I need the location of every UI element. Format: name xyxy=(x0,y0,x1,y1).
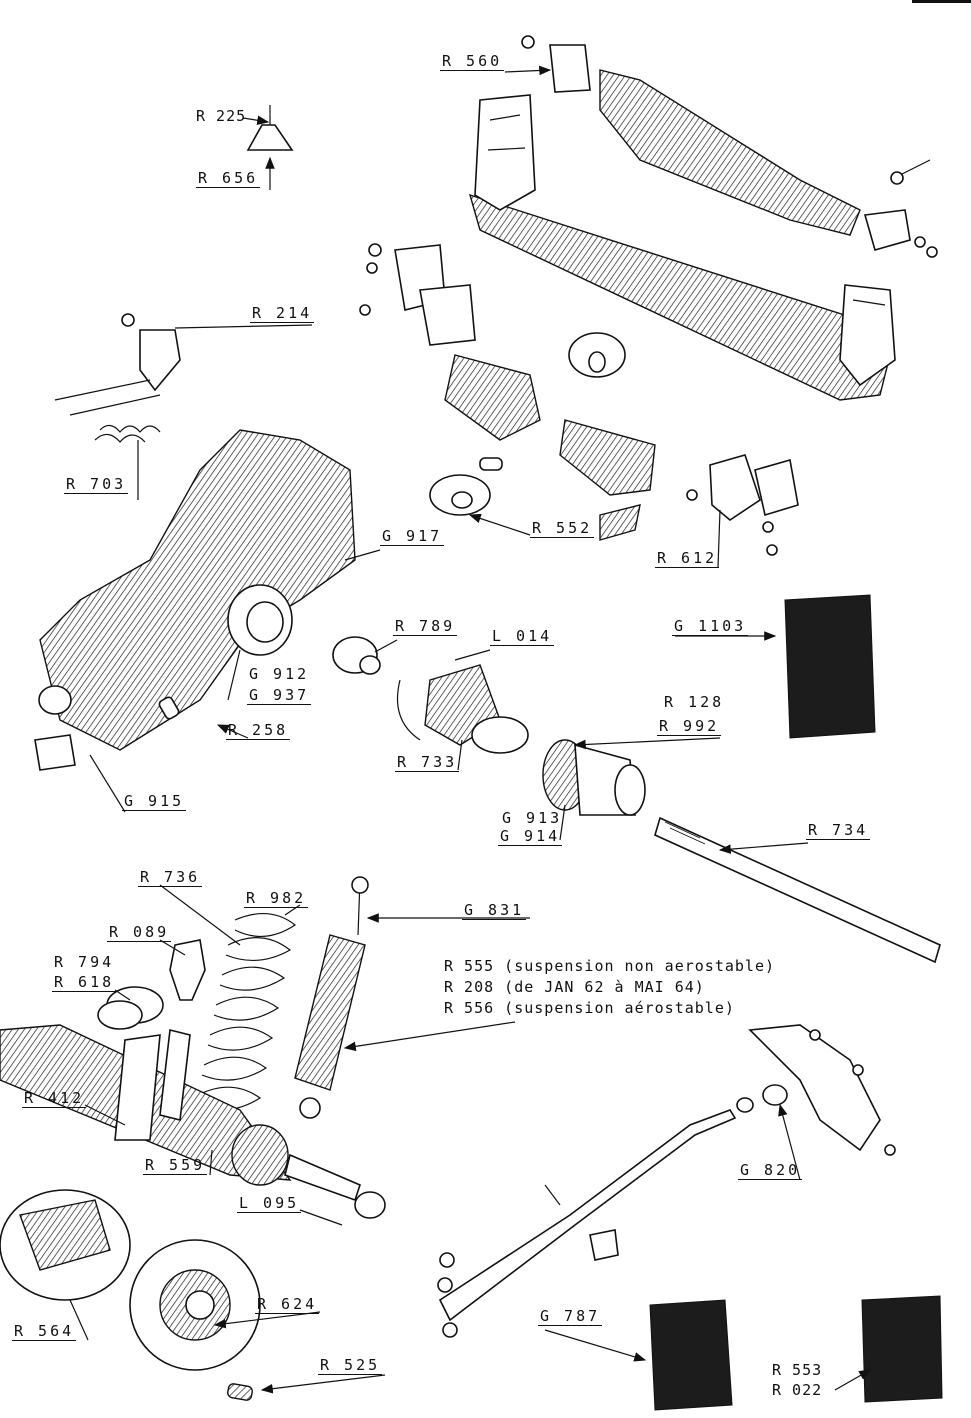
g787-kit-box xyxy=(649,1299,733,1411)
subframe-crossmember xyxy=(468,69,896,401)
label-r624: R 624 xyxy=(255,1295,320,1314)
leader-lines xyxy=(69,65,872,1394)
r736-coil-spring xyxy=(195,912,297,1111)
label-r656: R 656 xyxy=(196,169,261,188)
r525-wheel-bolt xyxy=(227,1383,253,1401)
r564-backing-plate xyxy=(0,1189,131,1301)
label-r208: R 208 (de JAN 62 à MAI 64) xyxy=(444,978,705,996)
round-mount xyxy=(568,332,626,378)
label-r789: R 789 xyxy=(393,617,458,636)
label-r564: R 564 xyxy=(12,1322,77,1341)
g831-shock-absorber xyxy=(294,876,369,1119)
label-g787: G 787 xyxy=(538,1307,603,1326)
label-g915: G 915 xyxy=(122,792,187,811)
r656-rubber-boot xyxy=(246,105,294,151)
r733-boot-clamp xyxy=(396,664,529,754)
g917-gearbox xyxy=(34,429,356,771)
label-r553: R 553 xyxy=(772,1361,823,1379)
r552-mount xyxy=(429,457,641,541)
r624-brake-drum xyxy=(129,1239,261,1371)
label-r128: R 128 xyxy=(664,693,725,711)
label-r225: R 225 xyxy=(196,107,247,125)
rear-support-pad xyxy=(559,419,656,496)
label-r982: R 982 xyxy=(244,889,309,908)
label-r412: R 412 xyxy=(22,1089,87,1108)
label-g820: G 820 xyxy=(738,1161,803,1180)
label-r612: R 612 xyxy=(655,549,720,568)
label-r556: R 556 (suspension aérostable) xyxy=(444,999,735,1017)
label-g912: G 912 xyxy=(249,665,310,683)
anti-roll-bar xyxy=(437,1109,737,1338)
r612-bracket xyxy=(686,454,799,556)
label-g831: G 831 xyxy=(462,901,527,920)
r789-coupling xyxy=(332,636,381,675)
label-r733: R 733 xyxy=(395,753,460,772)
r734-axle-shaft xyxy=(654,816,941,964)
label-g914: G 914 xyxy=(498,827,563,846)
engine-mount-brackets xyxy=(359,243,476,346)
top-edge-mark xyxy=(912,0,971,3)
label-l095: L 095 xyxy=(237,1194,302,1213)
r412-trailing-arm xyxy=(0,1024,386,1219)
label-r089: R 089 xyxy=(107,923,172,942)
label-r992: R 992 xyxy=(657,717,722,736)
label-g917: G 917 xyxy=(380,527,445,546)
label-r214: R 214 xyxy=(250,304,315,323)
gearbox-support-pad xyxy=(444,354,541,441)
r618-spring-seat xyxy=(97,986,164,1030)
g1103-kit-box xyxy=(784,594,876,739)
r560-mount-bracket xyxy=(521,35,591,93)
right-bracket-bolts xyxy=(863,159,938,258)
label-r525: R 525 xyxy=(318,1356,383,1375)
r553-kit-box xyxy=(861,1295,943,1403)
gear-linkage xyxy=(54,313,181,443)
label-r618: R 618 xyxy=(52,973,117,992)
label-g913: G 913 xyxy=(502,809,563,827)
label-r703: R 703 xyxy=(64,475,129,494)
label-r022: R 022 xyxy=(772,1381,823,1399)
label-r559: R 559 xyxy=(143,1156,208,1175)
label-r734: R 734 xyxy=(806,821,871,840)
r089-bump-stop xyxy=(169,939,206,1001)
label-r736: R 736 xyxy=(138,868,203,887)
label-r794: R 794 xyxy=(54,953,115,971)
label-r555: R 555 (suspension non aerostable) xyxy=(444,957,776,975)
g913-hub-assembly xyxy=(542,739,646,816)
g820-link-bracket xyxy=(736,1024,896,1156)
label-g937: G 937 xyxy=(247,686,312,705)
label-g1103: G 1103 xyxy=(672,617,749,636)
label-l014: L 014 xyxy=(490,627,555,646)
label-r258: R 258 xyxy=(226,721,291,740)
label-r552: R 552 xyxy=(530,519,595,538)
label-r560: R 560 xyxy=(440,52,505,71)
